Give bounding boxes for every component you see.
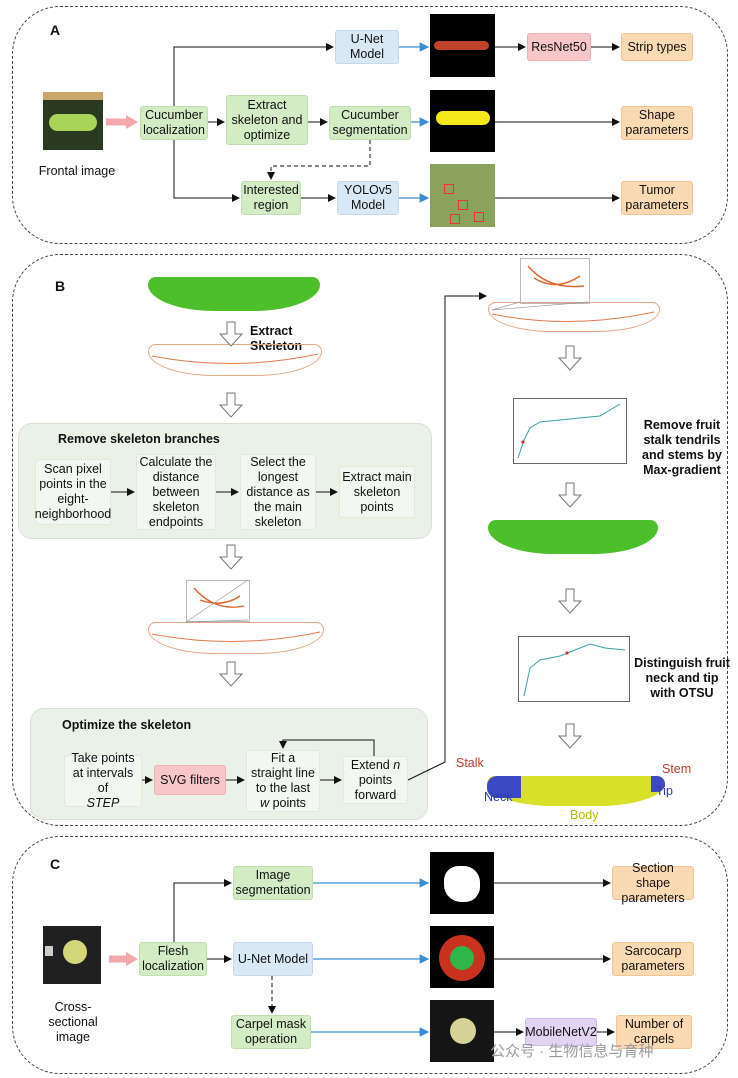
arrow-loc-unet bbox=[173, 43, 334, 106]
fit-line-box: Fit a straight line to the last w points bbox=[246, 750, 320, 812]
green-cucumber-mask-top bbox=[148, 277, 320, 311]
n-variable: n bbox=[393, 757, 401, 772]
body-label: Body bbox=[570, 808, 599, 822]
tip-segment bbox=[651, 776, 665, 792]
cucumber-localization-box: Cucumber localization bbox=[140, 106, 208, 140]
resnet50-box: ResNet50 bbox=[527, 33, 591, 61]
carpel-mask-box: Carpel mask operation bbox=[231, 1015, 311, 1049]
unet-model-box: U-Net Model bbox=[335, 30, 399, 64]
cross-section-image bbox=[43, 926, 101, 984]
panel-a-label: A bbox=[50, 22, 61, 38]
fit-line-w: w points bbox=[260, 796, 306, 811]
strip-types-box: Strip types bbox=[621, 33, 693, 61]
tumor-parameters-box: Tumor parameters bbox=[621, 181, 693, 215]
optimize-title: Optimize the skeleton bbox=[62, 718, 192, 732]
panel-c-label: C bbox=[50, 856, 61, 872]
take-points-text: Take points at intervals of bbox=[71, 751, 135, 795]
yolov5-model-box: YOLOv5 Model bbox=[337, 181, 399, 215]
carpel-image bbox=[430, 1000, 494, 1062]
select-longest-box: Select the longest distance as the main … bbox=[240, 454, 316, 530]
gradient-plot-1 bbox=[513, 398, 627, 464]
zoom-inset-2 bbox=[520, 258, 590, 304]
cross-section-caption: Cross-sectional image bbox=[48, 1000, 98, 1044]
dashed-seg-interest bbox=[267, 140, 371, 180]
loop-back-arrow bbox=[279, 739, 375, 756]
to-right-column bbox=[407, 292, 487, 781]
extend-line-1: Extend n bbox=[351, 758, 400, 773]
arrow-loc-interest bbox=[173, 140, 240, 202]
shape-parameters-box: Shape parameters bbox=[621, 106, 693, 140]
tumor-detection-image bbox=[430, 164, 495, 227]
cucumber-segmentation-box: Cucumber segmentation bbox=[329, 106, 411, 140]
fit-line-end: points bbox=[272, 796, 306, 810]
w-variable: w bbox=[260, 796, 270, 810]
green-cucumber-mask-2 bbox=[488, 520, 658, 554]
frontal-image bbox=[43, 92, 103, 150]
segmentation-output-image bbox=[430, 90, 495, 152]
unet-model-c-box: U-Net Model bbox=[233, 942, 313, 976]
carpels-box: Number of carpels bbox=[616, 1015, 692, 1049]
extend-points-box: Extend n points forward bbox=[343, 756, 408, 804]
segmented-cucumber bbox=[487, 776, 665, 806]
extend-text: Extend bbox=[350, 757, 390, 772]
interested-region-box: Interested region bbox=[241, 181, 301, 215]
panel-c bbox=[12, 836, 728, 1074]
gradient-plot-2 bbox=[518, 636, 630, 702]
remove-branches-title: Remove skeleton branches bbox=[58, 432, 220, 446]
stem-label: Stem bbox=[662, 762, 692, 776]
hollow-arrows bbox=[218, 321, 583, 749]
extract-main-box: Extract main skeleton points bbox=[339, 466, 415, 518]
sarcocarp-box: Sarcocarp parameters bbox=[612, 942, 694, 976]
stalk-label: Stalk bbox=[456, 756, 484, 770]
section-shape-image bbox=[430, 852, 494, 914]
distinguish-label: Distinguish fruit neck and tip with OTSU bbox=[634, 656, 730, 700]
take-points-box: Take points at intervals of STEP bbox=[64, 751, 142, 810]
neck-label: Neck bbox=[484, 790, 513, 804]
neck-segment bbox=[487, 776, 521, 798]
unet-output-image bbox=[430, 14, 495, 77]
frontal-image-caption: Frontal image bbox=[38, 164, 116, 178]
panel-a bbox=[12, 6, 728, 244]
sarcocarp-image bbox=[430, 926, 494, 988]
svg-filters-box: SVG filters bbox=[154, 765, 226, 795]
calculate-distance-box: Calculate the distance between skeleton … bbox=[136, 454, 216, 530]
remove-stalk-label: Remove fruit stalk tendrils and stems by… bbox=[642, 418, 722, 477]
scan-pixel-box: Scan pixel points in the eight-neighborh… bbox=[35, 459, 111, 525]
fit-line-text: Fit a straight line to the last bbox=[251, 751, 315, 795]
image-segmentation-box: Image segmentation bbox=[233, 866, 313, 900]
panel-b-label: B bbox=[55, 278, 66, 294]
panel-b bbox=[12, 254, 728, 826]
step-variable: STEP bbox=[86, 796, 120, 810]
watermark: 公众号 · 生物信息与育种 bbox=[490, 1043, 654, 1060]
extract-skeleton-box: Extract skeleton and optimize bbox=[226, 95, 308, 145]
flesh-localization-box: Flesh localization bbox=[139, 942, 207, 976]
tip-label: Tip bbox=[656, 784, 673, 798]
mobilenetv2-box: MobileNetV2 bbox=[525, 1018, 597, 1046]
extend-end: points forward bbox=[354, 772, 397, 802]
